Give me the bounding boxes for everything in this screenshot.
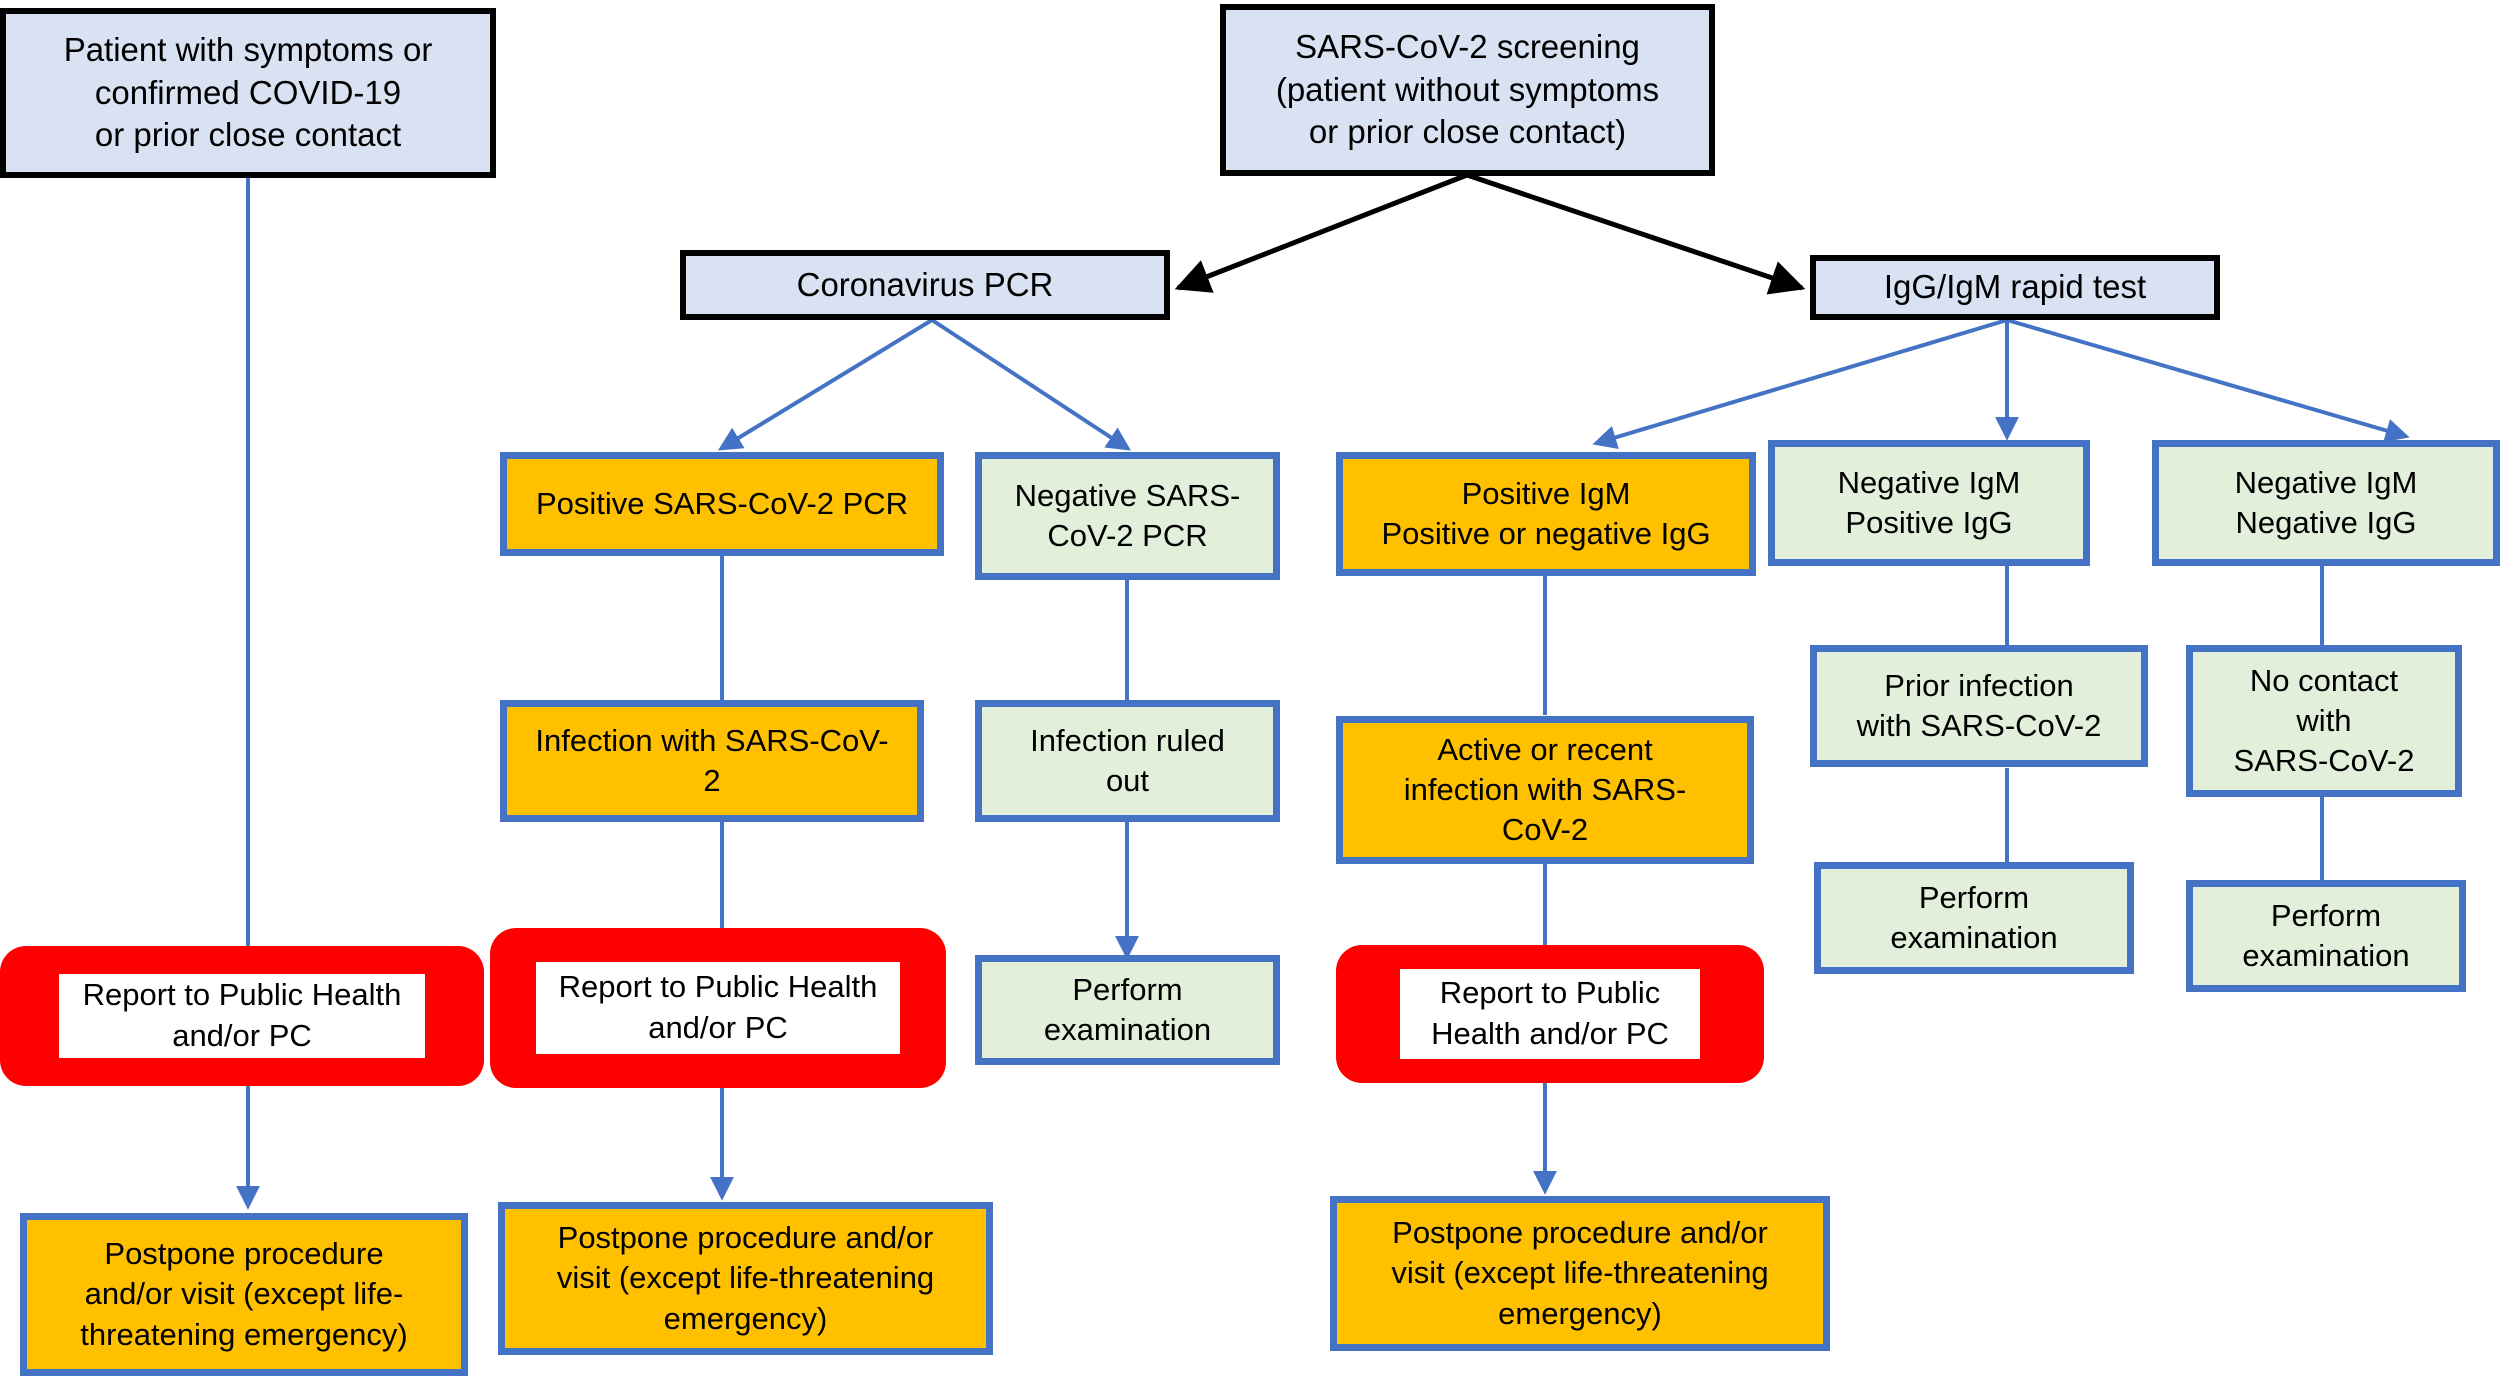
edge-pcr-to-negative: [930, 318, 1132, 451]
node-report-public-health-mid[interactable]: Report to Public Health and/or PC: [490, 928, 946, 1088]
node-perform-examination-negative[interactable]: Perform examination: [2186, 880, 2466, 992]
node-report-public-health-igm[interactable]: Report to Public Health and/or PC: [1336, 945, 1764, 1083]
node-negative-igm-positive-igg[interactable]: Negative IgM Positive IgG: [1768, 440, 2090, 566]
node-infection-ruled-out[interactable]: Infection ruled out: [975, 700, 1280, 822]
report-label-left: Report to Public Health and/or PC: [59, 974, 425, 1058]
edge-rapidtest-to-neg-igm-neg-igg: [2006, 318, 2410, 443]
node-igg-igm-rapid-test[interactable]: IgG/IgM rapid test: [1810, 255, 2220, 320]
node-active-or-recent-infection[interactable]: Active or recent infection with SARS- Co…: [1336, 716, 1754, 864]
node-no-contact[interactable]: No contact with SARS-CoV-2: [2186, 645, 2462, 797]
edge-screening-to-rapidtest: [1466, 172, 1806, 295]
edge-screening-to-pcr: [1174, 172, 1468, 293]
node-sars-cov-2-screening[interactable]: SARS-CoV-2 screening (patient without sy…: [1220, 4, 1715, 176]
report-label-igm: Report to Public Health and/or PC: [1400, 969, 1700, 1059]
node-prior-infection[interactable]: Prior infection with SARS-CoV-2: [1810, 645, 2148, 767]
node-report-public-health-left[interactable]: Report to Public Health and/or PC: [0, 946, 484, 1086]
node-negative-igm-negative-igg[interactable]: Negative IgM Negative IgG: [2152, 440, 2500, 566]
node-perform-examination-igg[interactable]: Perform examination: [1814, 862, 2134, 974]
node-negative-sars-cov-2-pcr[interactable]: Negative SARS- CoV-2 PCR: [975, 452, 1280, 580]
node-patient-with-symptoms[interactable]: Patient with symptoms or confirmed COVID…: [0, 8, 496, 178]
node-postpone-mid[interactable]: Postpone procedure and/or visit (except …: [498, 1202, 993, 1355]
node-positive-igm[interactable]: Positive IgM Positive or negative IgG: [1336, 452, 1756, 576]
node-coronavirus-pcr[interactable]: Coronavirus PCR: [680, 250, 1170, 320]
node-positive-sars-cov-2-pcr[interactable]: Positive SARS-CoV-2 PCR: [500, 452, 944, 556]
edge-pcr-to-positive: [717, 318, 934, 451]
node-perform-examination-pcr[interactable]: Perform examination: [975, 955, 1280, 1065]
node-postpone-igm[interactable]: Postpone procedure and/or visit (except …: [1330, 1196, 1830, 1351]
node-postpone-left[interactable]: Postpone procedure and/or visit (except …: [20, 1213, 468, 1376]
node-infection-with-sars-cov-2[interactable]: Infection with SARS-CoV- 2: [500, 700, 924, 822]
edge-rapidtest-to-positive-igm: [1592, 318, 2008, 449]
report-label-mid: Report to Public Health and/or PC: [536, 962, 900, 1054]
